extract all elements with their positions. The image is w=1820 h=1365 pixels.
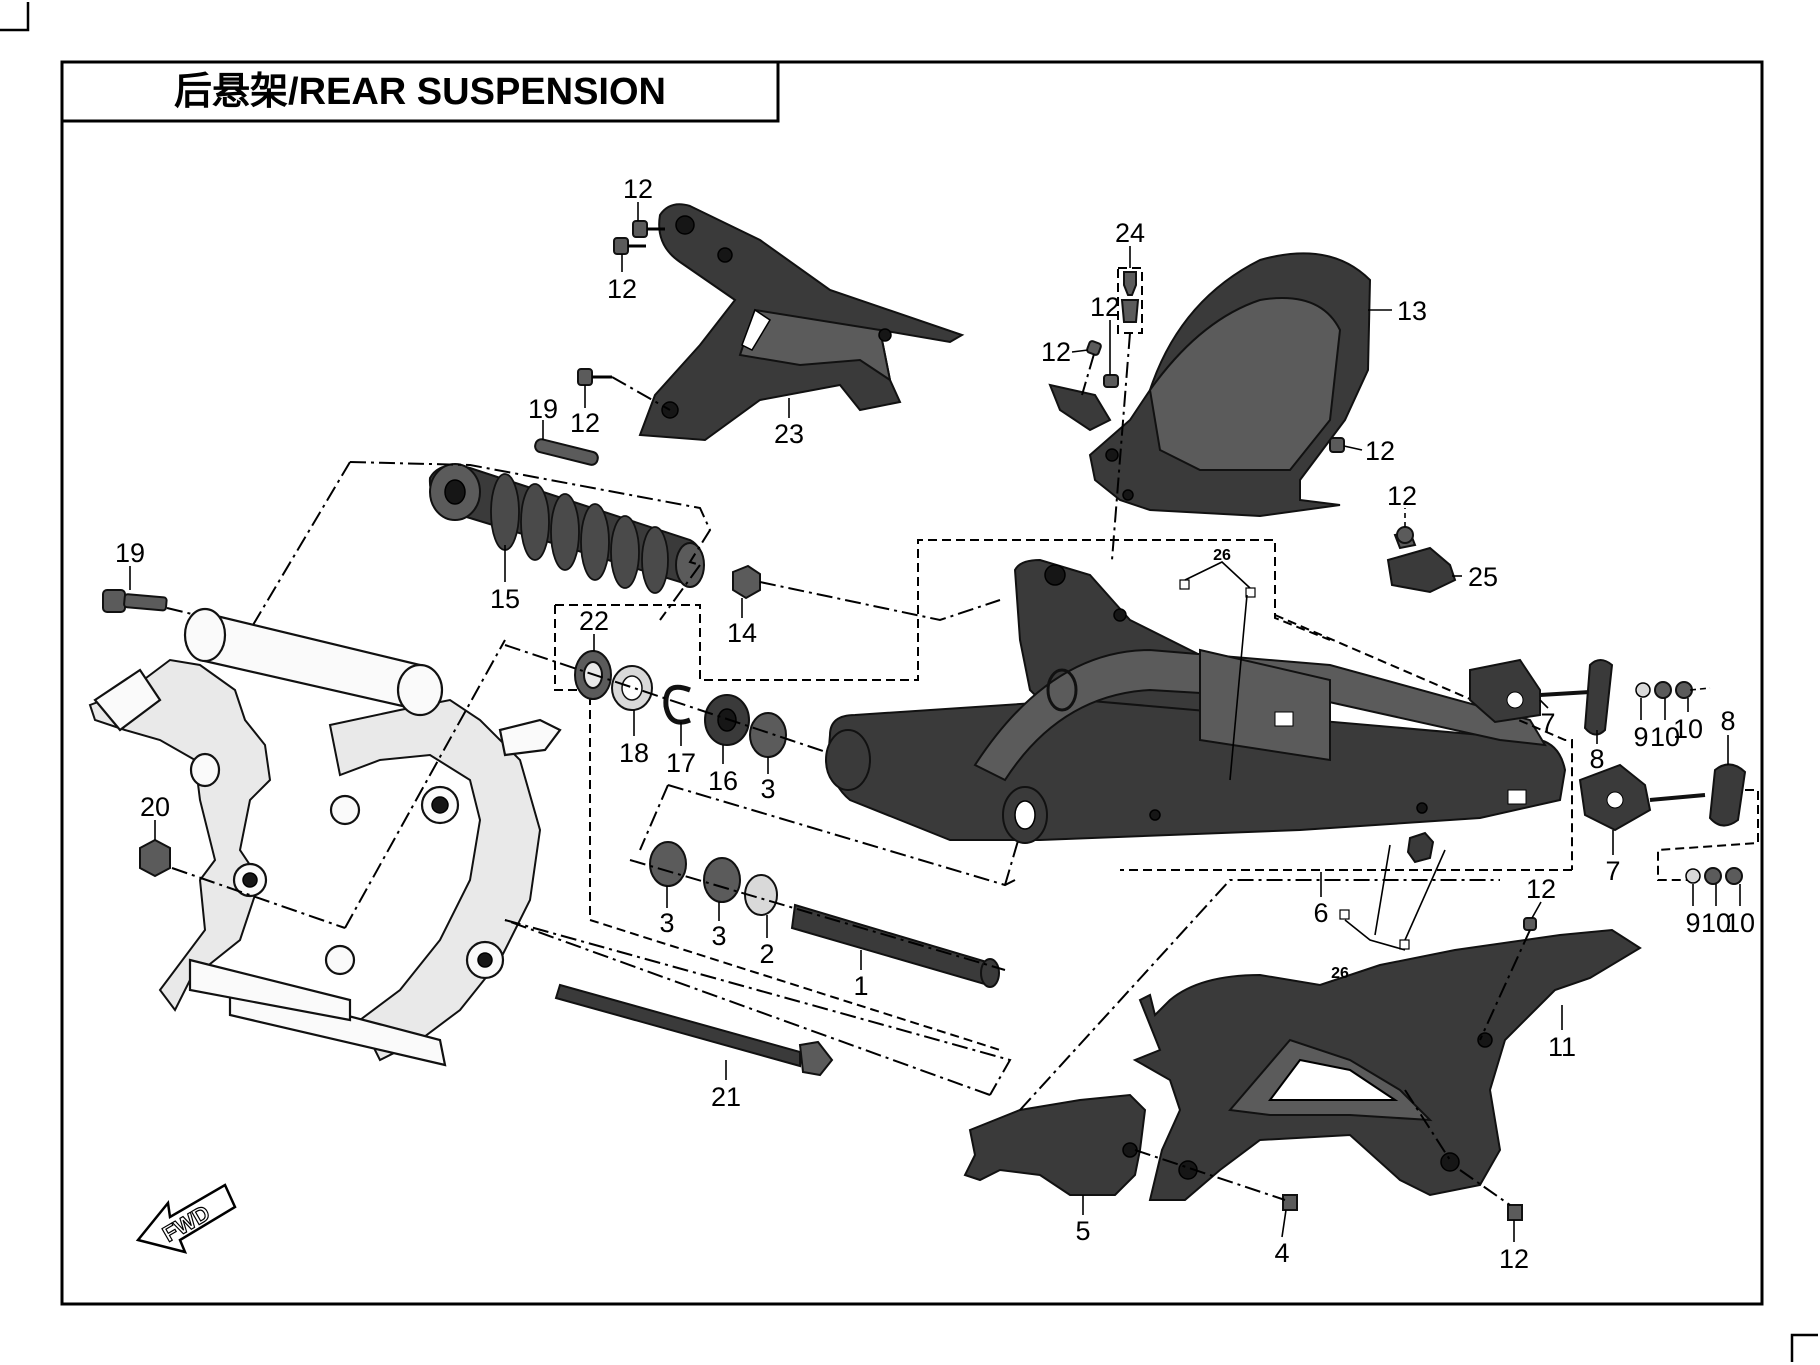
bolt-12-f bbox=[1329, 437, 1345, 453]
callout-2: 2 bbox=[759, 939, 774, 969]
bolt-12-h bbox=[1523, 917, 1537, 931]
callout-12: 12 bbox=[1365, 436, 1395, 466]
washer-9-upper bbox=[1635, 682, 1651, 698]
nut-10-upper-b bbox=[1675, 681, 1693, 699]
washer-18 bbox=[611, 665, 653, 711]
end-cap-8-lower bbox=[1708, 763, 1747, 827]
rear-fender-hugger-part bbox=[1048, 252, 1372, 518]
circlip-17 bbox=[663, 684, 691, 725]
callout-24: 24 bbox=[1115, 218, 1145, 248]
pivot-pin-19-upper bbox=[534, 438, 599, 466]
nut-12-g bbox=[1396, 526, 1414, 544]
callout-labels: 12 12 12 23 19 19 15 14 22 18 17 16 3 3 … bbox=[115, 174, 1755, 1274]
callout-1: 1 bbox=[853, 971, 868, 1001]
callout-3: 3 bbox=[659, 908, 674, 938]
pivot-bolt-19-left bbox=[102, 589, 168, 613]
callout-12: 12 bbox=[623, 174, 653, 204]
callout-3: 3 bbox=[760, 774, 775, 804]
damper-pad bbox=[1406, 831, 1435, 864]
spacer-3-upper bbox=[749, 712, 787, 758]
callout-3: 3 bbox=[711, 921, 726, 951]
callout-4: 4 bbox=[1274, 1238, 1289, 1268]
callout-7: 7 bbox=[1605, 856, 1620, 886]
callout-10: 10 bbox=[1701, 908, 1731, 938]
callout-12: 12 bbox=[1526, 874, 1556, 904]
callout-12: 12 bbox=[607, 274, 637, 304]
side-cover-part bbox=[1132, 928, 1642, 1201]
callout-12: 12 bbox=[570, 408, 600, 438]
callout-13: 13 bbox=[1397, 296, 1427, 326]
callout-12: 12 bbox=[1499, 1244, 1529, 1274]
page-title: 后悬架/REAR SUSPENSION bbox=[174, 71, 666, 113]
callout-26: 26 bbox=[1213, 547, 1231, 564]
rivet-24 bbox=[1120, 271, 1140, 323]
bracket-25 bbox=[1386, 530, 1457, 594]
lower-cover-5-part bbox=[963, 1093, 1147, 1196]
callout-6: 6 bbox=[1313, 898, 1328, 928]
callout-17: 17 bbox=[666, 748, 696, 778]
callout-19: 19 bbox=[528, 394, 558, 424]
bolt-12-d bbox=[1103, 374, 1119, 388]
callout-9: 9 bbox=[1685, 908, 1700, 938]
bolt-12-c bbox=[577, 368, 612, 386]
bolt-12-a bbox=[632, 220, 665, 238]
callout-7: 7 bbox=[1540, 708, 1555, 738]
callout-25: 25 bbox=[1468, 562, 1498, 592]
title-box bbox=[60, 60, 780, 123]
spacer-3-lower-b bbox=[703, 857, 741, 903]
callout-26: 26 bbox=[1331, 965, 1349, 982]
callout-8: 8 bbox=[1720, 706, 1735, 736]
callout-10: 10 bbox=[1725, 908, 1755, 938]
callout-18: 18 bbox=[619, 738, 649, 768]
nut-10-lower-a bbox=[1704, 867, 1722, 885]
callout-11: 11 bbox=[1548, 1032, 1576, 1062]
callout-12: 12 bbox=[1090, 292, 1120, 322]
washer-2 bbox=[744, 874, 778, 916]
callout-8: 8 bbox=[1589, 744, 1604, 774]
axle-block-7-upper bbox=[1469, 658, 1591, 724]
swingarm-part bbox=[825, 558, 1567, 844]
callout-16: 16 bbox=[708, 766, 738, 796]
collar-1 bbox=[790, 903, 1000, 988]
frame-pivot-plate-part bbox=[88, 607, 562, 1067]
callout-5: 5 bbox=[1075, 1216, 1090, 1246]
axle-block-7-lower bbox=[1578, 763, 1706, 832]
callout-23: 23 bbox=[774, 419, 804, 449]
callout-14: 14 bbox=[727, 618, 757, 648]
callout-10: 10 bbox=[1673, 714, 1703, 744]
callout-21: 21 bbox=[711, 1082, 741, 1112]
bolt-12-e bbox=[1086, 340, 1102, 356]
callout-22: 22 bbox=[579, 606, 609, 636]
swingarm-axle-21 bbox=[554, 983, 834, 1077]
callout-12: 12 bbox=[1041, 337, 1071, 367]
callout-12: 12 bbox=[1387, 481, 1417, 511]
clip-26-b bbox=[1339, 909, 1410, 950]
callout-19: 19 bbox=[115, 538, 145, 568]
rear-shock-absorber-part bbox=[428, 463, 705, 594]
callout-15: 15 bbox=[490, 584, 520, 614]
spacer-3-lower-a bbox=[649, 841, 687, 887]
callout-9: 9 bbox=[1633, 722, 1648, 752]
callout-20: 20 bbox=[140, 792, 170, 822]
bolt-12-b bbox=[613, 237, 646, 255]
crop-mark-bottom-right bbox=[1790, 1333, 1818, 1362]
fwd-arrow-icon: FWD bbox=[135, 1183, 237, 1254]
nut-20 bbox=[139, 838, 171, 878]
nut-10-lower-b bbox=[1725, 867, 1743, 885]
bolt-4 bbox=[1282, 1194, 1298, 1211]
nut-10-upper-a bbox=[1654, 681, 1672, 699]
chain-guard-upper-part bbox=[638, 203, 965, 442]
callout-10: 10 bbox=[1650, 722, 1680, 752]
end-cap-8-upper bbox=[1583, 659, 1614, 736]
crop-mark-top-left bbox=[0, 2, 30, 32]
clip-26-a bbox=[1179, 579, 1256, 598]
nut-14 bbox=[732, 564, 761, 600]
washer-9-lower bbox=[1685, 868, 1701, 884]
bolt-12-i bbox=[1507, 1204, 1523, 1221]
diagram-frame bbox=[60, 60, 1764, 1306]
